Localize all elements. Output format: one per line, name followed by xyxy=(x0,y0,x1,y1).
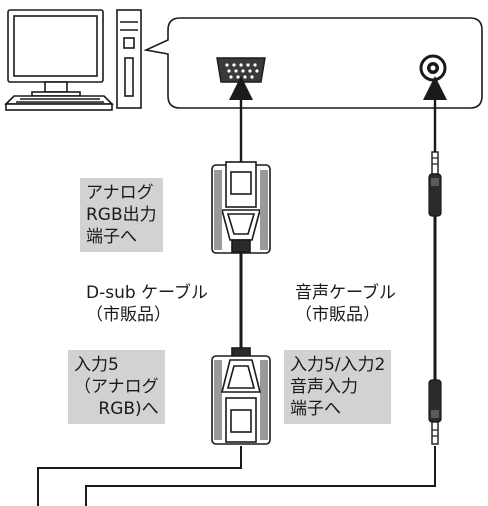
dsub-cable-label-line2: （市販品） xyxy=(86,305,171,325)
device-outline xyxy=(85,446,436,506)
audio-jack-port-icon xyxy=(419,54,447,82)
audio-input-label-line3: 端子へ xyxy=(290,399,341,419)
d-sub-plug-icon xyxy=(211,150,271,254)
rgb-output-label: アナログ RGB出力 端子へ xyxy=(80,178,163,252)
vga-d-sub-port-icon xyxy=(216,57,266,83)
rgb-output-label-line1: アナログ xyxy=(86,183,154,203)
desktop-pc-with-tower-icon xyxy=(4,9,142,111)
input5-rgb-label-line3: RGB)へ xyxy=(98,399,159,419)
rgb-output-label-line3: 端子へ xyxy=(86,227,137,247)
rgb-output-label-line2: RGB出力 xyxy=(86,205,157,225)
d-sub-plug-icon xyxy=(211,347,271,445)
stereo-mini-plug-icon xyxy=(428,150,442,217)
audio-input-label-line2: 音声入力 xyxy=(290,377,358,397)
audio-cable-label-line2: （市販品） xyxy=(295,305,380,325)
input5-rgb-label-line2: （アナログ xyxy=(74,377,159,397)
dsub-cable-label: D-sub ケーブル （市販品） xyxy=(86,282,208,326)
input5-rgb-label: 入力5 （アナログ RGB)へ xyxy=(68,350,165,424)
device-outline xyxy=(37,446,242,506)
input5-rgb-label-line1: 入力5 xyxy=(74,355,119,375)
stereo-mini-plug-icon xyxy=(428,379,442,445)
audio-input-label-line1: 入力5/入力2 xyxy=(290,355,386,375)
audio-cable-label-line1: 音声ケーブル xyxy=(295,283,396,303)
dsub-cable-label-line1: D-sub ケーブル xyxy=(86,283,209,303)
audio-cable-label: 音声ケーブル （市販品） xyxy=(295,282,396,326)
audio-input-label: 入力5/入力2 音声入力 端子へ xyxy=(284,350,392,424)
